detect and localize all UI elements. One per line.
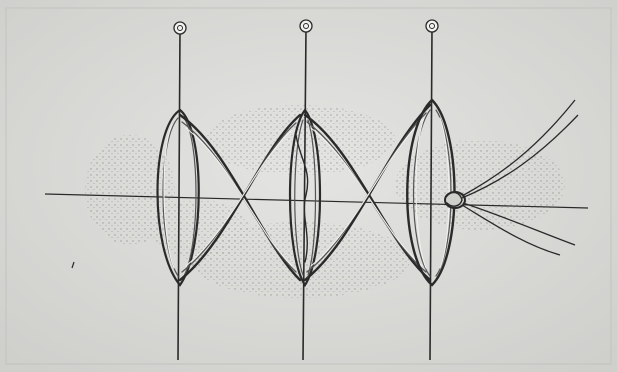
illustration-stage	[0, 0, 617, 372]
engraving-plate	[0, 0, 617, 372]
